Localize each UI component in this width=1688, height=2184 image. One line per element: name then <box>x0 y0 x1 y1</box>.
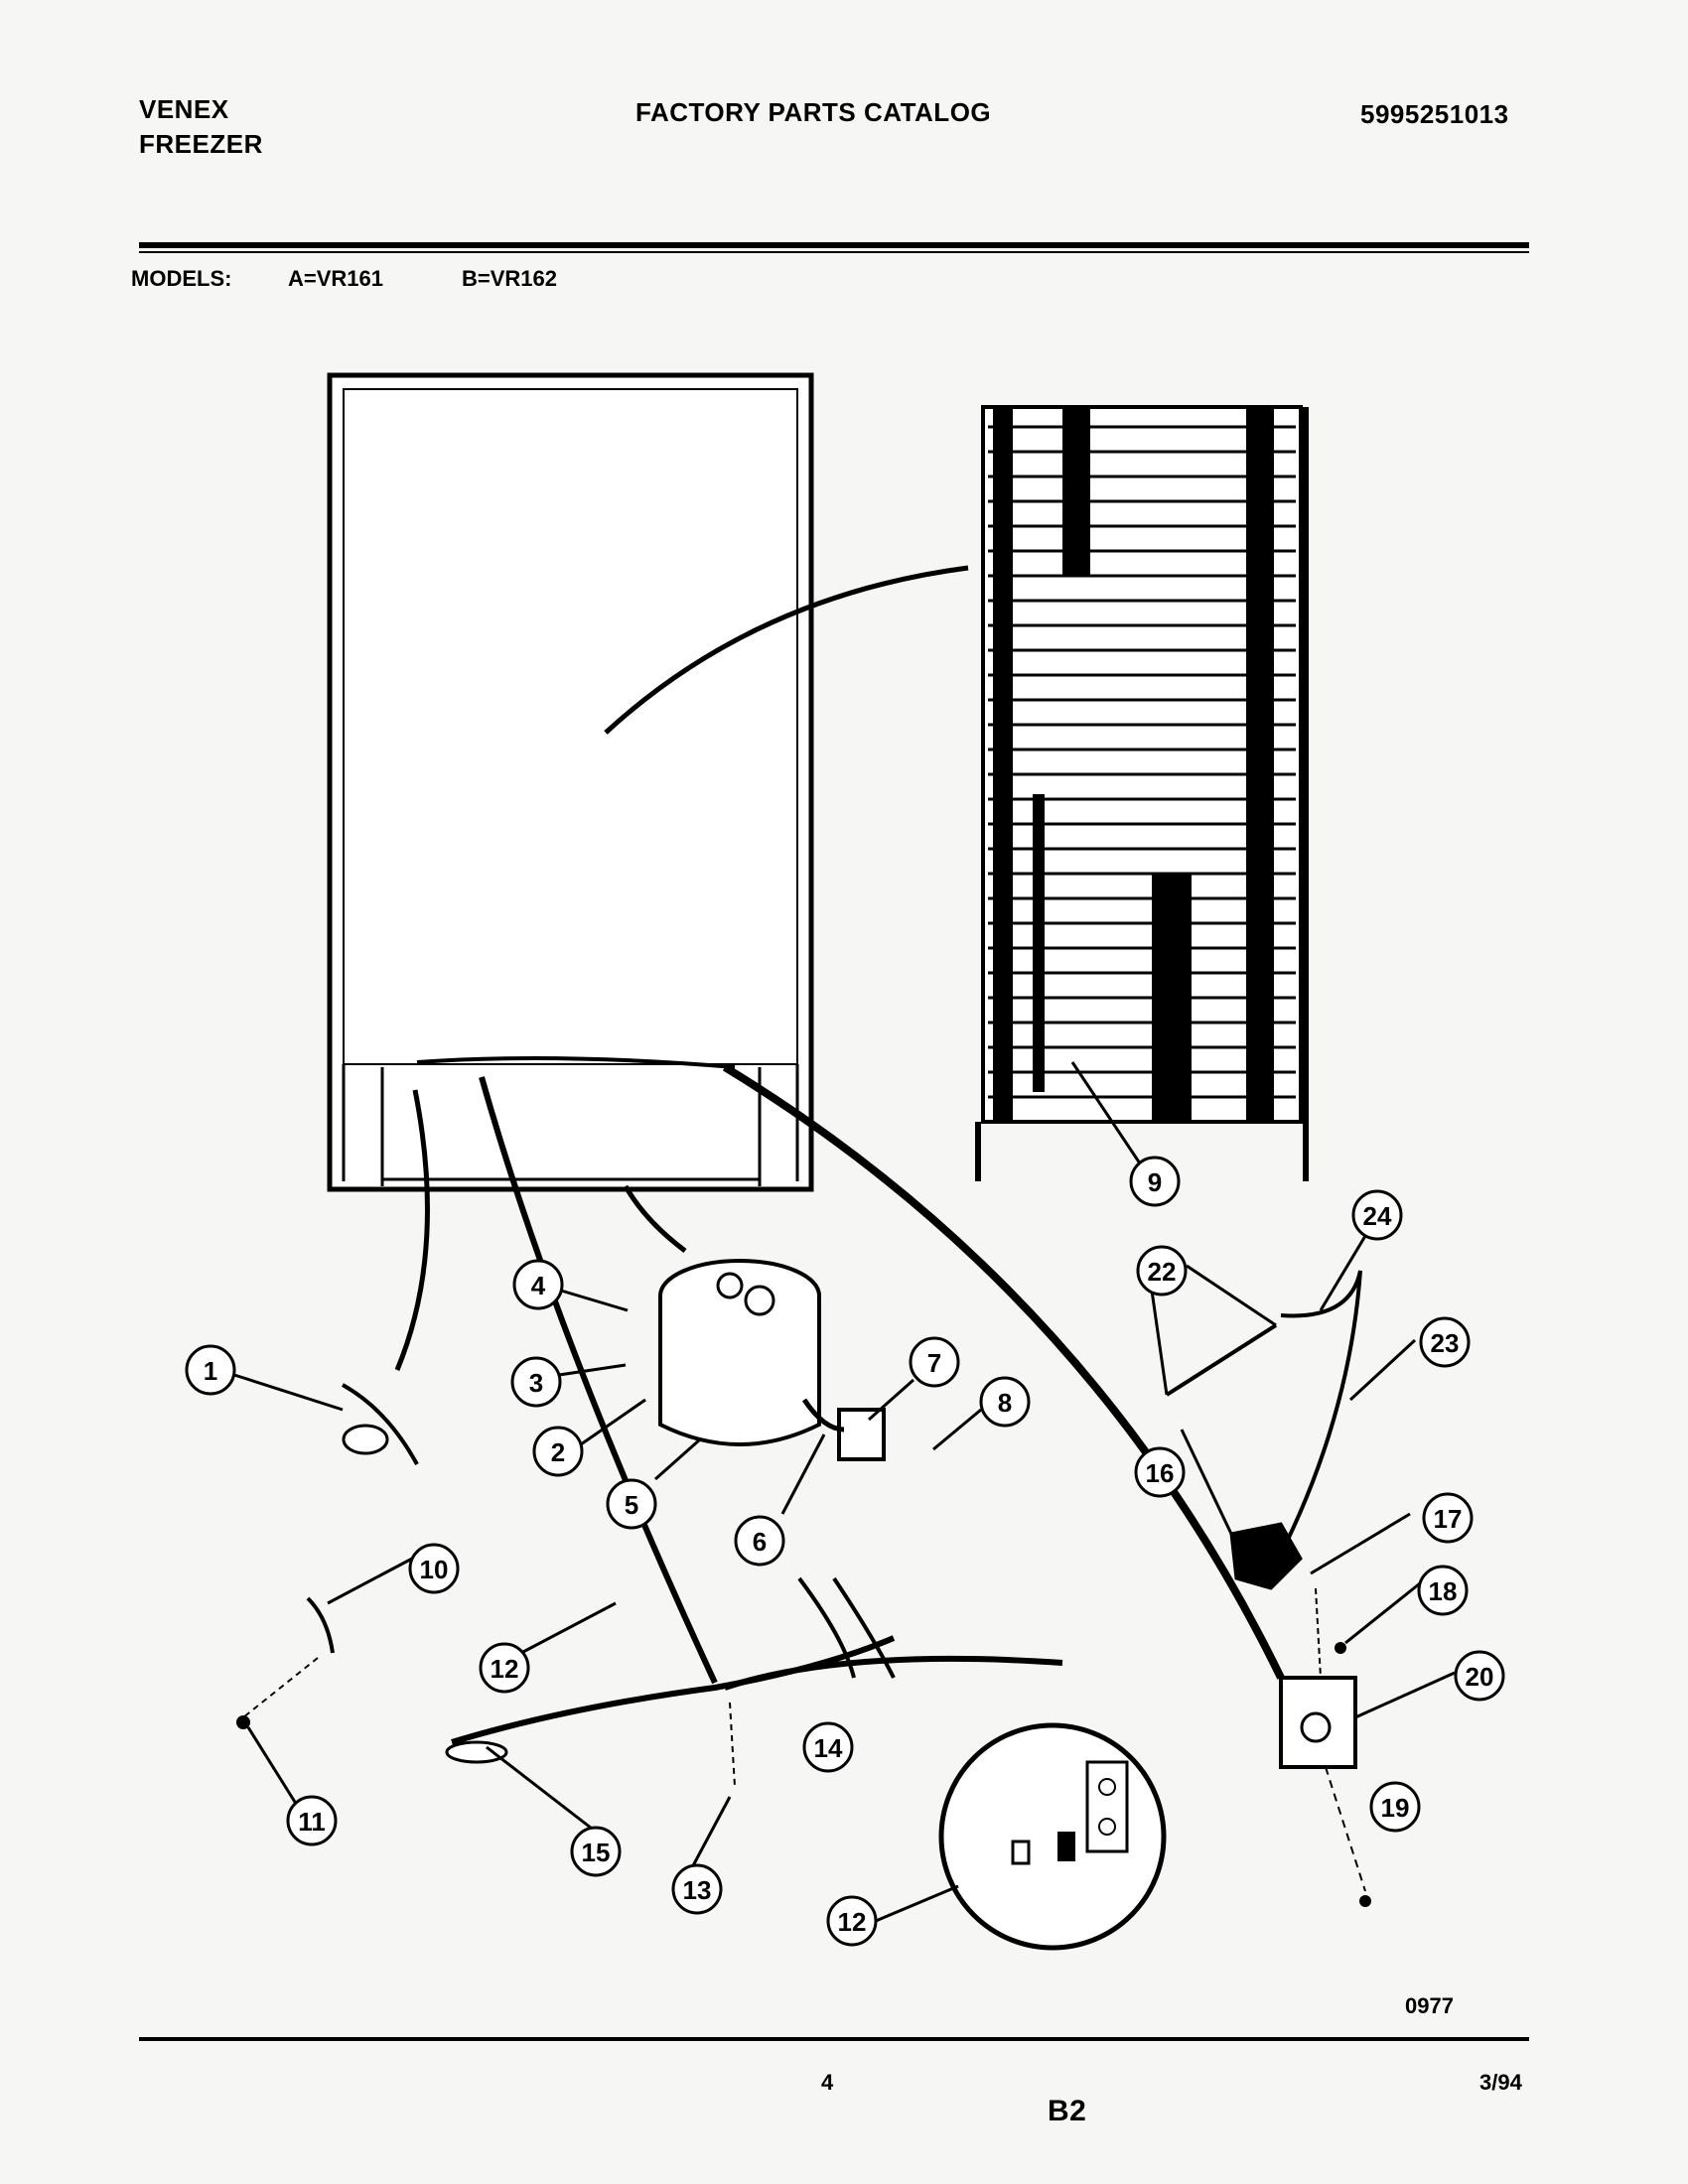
svg-text:11: 11 <box>298 1807 326 1837</box>
svg-text:12: 12 <box>838 1907 867 1937</box>
callout-5: 5 <box>606 1478 657 1530</box>
callout-24: 24 <box>1351 1189 1403 1241</box>
catalog-number: 5995251013 <box>1360 99 1509 129</box>
svg-text:9: 9 <box>1148 1167 1162 1197</box>
model-a: A=VR161 <box>288 266 384 291</box>
svg-text:13: 13 <box>683 1875 712 1905</box>
callout-14: 14 <box>802 1721 854 1773</box>
header-rule <box>139 242 1529 248</box>
callout-8: 8 <box>979 1376 1031 1428</box>
callout-18: 18 <box>1417 1565 1469 1616</box>
svg-text:6: 6 <box>753 1527 767 1557</box>
svg-text:14: 14 <box>814 1733 843 1763</box>
callout-6: 6 <box>734 1515 785 1567</box>
callout-23: 23 <box>1419 1316 1471 1368</box>
svg-text:10: 10 <box>420 1555 449 1584</box>
svg-text:12: 12 <box>491 1654 519 1684</box>
svg-text:16: 16 <box>1146 1458 1175 1488</box>
svg-text:22: 22 <box>1148 1257 1177 1287</box>
svg-text:4: 4 <box>531 1271 546 1300</box>
svg-text:1: 1 <box>204 1356 217 1386</box>
svg-text:17: 17 <box>1434 1504 1463 1534</box>
svg-text:5: 5 <box>625 1490 638 1520</box>
footer-rule <box>139 2037 1529 2041</box>
condenser-coil <box>604 405 1309 1181</box>
callout-19: 19 <box>1369 1781 1421 1833</box>
models-label: MODELS: <box>131 266 232 291</box>
refrigerant-tubing <box>394 1063 1285 1685</box>
header-rule-thin <box>139 251 1529 253</box>
callout-15: 15 <box>570 1826 622 1877</box>
callout-13: 13 <box>671 1863 723 1915</box>
callout-16: 16 <box>1134 1446 1186 1498</box>
model-b: B=VR162 <box>462 266 558 291</box>
callout-1: 1 <box>185 1344 236 1396</box>
svg-text:7: 7 <box>927 1348 941 1378</box>
misc-parts <box>236 1270 1371 1951</box>
callout-10: 10 <box>408 1543 460 1594</box>
figure-code: 0977 <box>1405 1993 1454 2018</box>
callout-12: 12 <box>479 1642 530 1694</box>
svg-text:20: 20 <box>1466 1662 1494 1692</box>
svg-text:24: 24 <box>1363 1201 1392 1231</box>
page-number: 4 <box>821 2070 834 2095</box>
callout-20: 20 <box>1454 1650 1505 1702</box>
compressor <box>658 1259 886 1461</box>
freezer-cabinet <box>327 372 814 1192</box>
callout-9: 9 <box>1129 1156 1181 1207</box>
callout-11: 11 <box>286 1795 338 1846</box>
svg-text:23: 23 <box>1431 1328 1460 1358</box>
brand-line-2: FREEZER <box>139 129 263 159</box>
svg-text:18: 18 <box>1429 1576 1458 1606</box>
svg-text:15: 15 <box>582 1838 611 1867</box>
brand-line-1: VENEX <box>139 94 229 124</box>
catalog-title: FACTORY PARTS CATALOG <box>635 97 992 127</box>
svg-text:19: 19 <box>1381 1793 1410 1823</box>
callout-12-detail: 12 <box>826 1895 878 1947</box>
callout-4: 4 <box>512 1259 564 1310</box>
svg-text:3: 3 <box>529 1368 543 1398</box>
leader-lines <box>233 1061 1456 1923</box>
callout-7: 7 <box>909 1336 960 1388</box>
callout-17: 17 <box>1422 1492 1474 1544</box>
section-code: B2 <box>1048 2095 1087 2127</box>
callout-2: 2 <box>532 1426 584 1477</box>
svg-text:2: 2 <box>551 1437 565 1467</box>
svg-text:8: 8 <box>998 1388 1012 1418</box>
revision-date: 3/94 <box>1479 2070 1522 2095</box>
callout-3: 3 <box>510 1356 562 1408</box>
callout-22: 22 <box>1136 1245 1188 1297</box>
